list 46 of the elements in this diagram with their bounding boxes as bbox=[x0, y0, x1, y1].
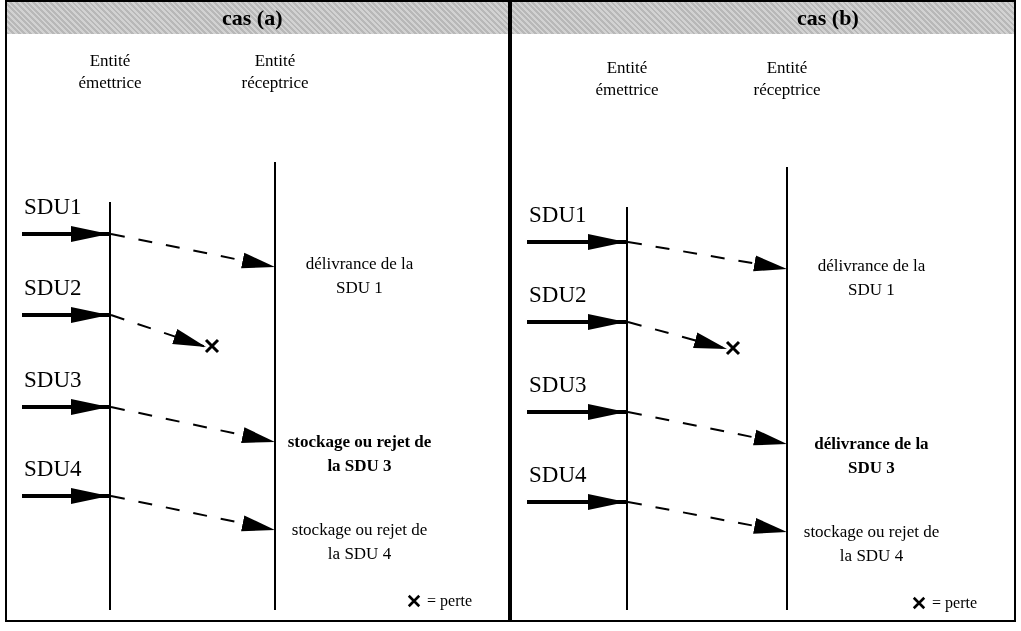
arrow bbox=[110, 406, 276, 443]
delivery-note: stockage ou rejet de la SDU 4 bbox=[802, 521, 941, 567]
entity-label: Entité émettrice bbox=[77, 50, 143, 94]
delivery-note: délivrance de la SDU 3 bbox=[813, 433, 930, 479]
arrow bbox=[110, 495, 276, 532]
lifeline bbox=[626, 207, 628, 610]
entity-label: Entité réceptrice bbox=[752, 57, 822, 101]
lifeline bbox=[109, 202, 111, 610]
legend-text: = perte bbox=[932, 594, 977, 612]
loss-cross-icon bbox=[725, 340, 741, 356]
edge-label: SDU2 bbox=[24, 275, 82, 301]
delivery-note: stockage ou rejet de la SDU 3 bbox=[287, 431, 432, 477]
delivery-note: délivrance de la SDU 1 bbox=[304, 253, 415, 299]
edge-label: SDU4 bbox=[529, 462, 587, 488]
diagram-panel bbox=[5, 0, 510, 622]
arrow bbox=[22, 399, 109, 415]
diagram-panel bbox=[510, 0, 1016, 622]
arrow bbox=[627, 241, 788, 272]
delivery-note: délivrance de la SDU 1 bbox=[816, 255, 927, 301]
lifeline bbox=[274, 162, 276, 610]
arrow bbox=[527, 234, 626, 250]
edge-label: SDU2 bbox=[529, 282, 587, 308]
edge-label: SDU1 bbox=[24, 194, 82, 220]
loss-cross-icon bbox=[204, 338, 220, 354]
legend-text: = perte bbox=[427, 592, 472, 610]
panel-heading: cas (a) bbox=[222, 5, 283, 31]
arrow bbox=[627, 501, 788, 534]
arrow bbox=[627, 321, 728, 350]
edge-label: SDU3 bbox=[24, 367, 82, 393]
edge-label: SDU4 bbox=[24, 456, 82, 482]
lifeline bbox=[786, 167, 788, 610]
arrow bbox=[110, 314, 207, 348]
arrow bbox=[110, 233, 276, 269]
panel-heading: cas (b) bbox=[797, 5, 859, 31]
edge-label: SDU3 bbox=[529, 372, 587, 398]
delivery-note: stockage ou rejet de la SDU 4 bbox=[290, 519, 429, 565]
arrow bbox=[527, 494, 626, 510]
arrow bbox=[527, 404, 626, 420]
arrow bbox=[22, 226, 109, 242]
arrow bbox=[22, 307, 109, 323]
entity-label: Entité émettrice bbox=[594, 57, 660, 101]
arrow bbox=[627, 411, 788, 446]
arrow bbox=[22, 488, 109, 504]
arrow bbox=[527, 314, 626, 330]
entity-label: Entité réceptrice bbox=[240, 50, 310, 94]
edge-label: SDU1 bbox=[529, 202, 587, 228]
